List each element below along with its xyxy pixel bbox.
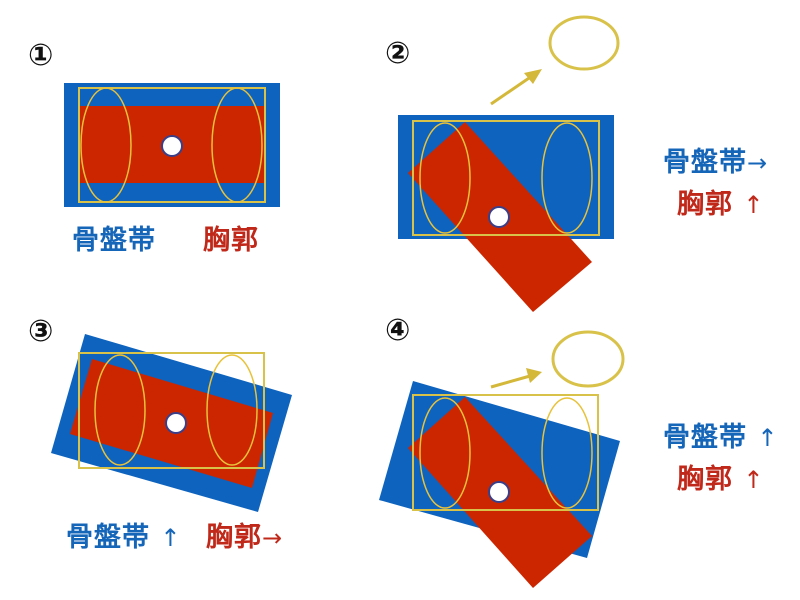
thorax-label: 胸郭 bbox=[203, 225, 259, 256]
panel-3-number: ③ bbox=[28, 314, 54, 349]
left-ellipse bbox=[419, 122, 471, 234]
right-ellipse bbox=[211, 87, 263, 203]
left-ellipse bbox=[419, 397, 471, 509]
frame-rect bbox=[412, 394, 599, 511]
right-ellipse bbox=[541, 122, 593, 234]
pelvis-label: 骨盤帯 ↑ bbox=[66, 522, 182, 553]
panel-4 bbox=[379, 330, 625, 588]
thorax-label: 胸郭 ↑ bbox=[677, 189, 765, 220]
center-dot bbox=[165, 412, 187, 434]
panel-3 bbox=[51, 334, 292, 512]
thorax-direction: ↑ bbox=[743, 466, 765, 494]
arrow-head bbox=[524, 69, 542, 84]
left-ellipse bbox=[94, 354, 146, 466]
pelvis-label: 骨盤帯→ bbox=[663, 147, 769, 178]
arrow-head bbox=[526, 368, 542, 383]
thorax-label: 胸郭→ bbox=[206, 522, 284, 553]
panel-1-number: ① bbox=[28, 38, 54, 73]
pelvis-direction: → bbox=[747, 149, 769, 177]
panel-2-number: ② bbox=[385, 36, 411, 71]
pelvis-direction: ↑ bbox=[160, 524, 182, 552]
frame-rect bbox=[412, 120, 600, 236]
movement-arrow bbox=[490, 74, 533, 106]
panel-2 bbox=[398, 15, 620, 312]
thorax-direction: → bbox=[262, 524, 284, 552]
right-ellipse bbox=[541, 397, 593, 509]
movement-arrow bbox=[490, 374, 531, 389]
pelvis-label: 骨盤帯 ↑ bbox=[663, 422, 779, 453]
displaced-ellipse bbox=[551, 330, 625, 388]
panel-1 bbox=[64, 83, 280, 207]
center-dot bbox=[488, 481, 510, 503]
pelvis-direction: ↑ bbox=[757, 424, 779, 452]
center-dot bbox=[161, 135, 183, 157]
frame-rect bbox=[78, 352, 265, 469]
displaced-ellipse bbox=[548, 15, 620, 71]
left-ellipse bbox=[80, 87, 132, 203]
panel-4-number: ④ bbox=[385, 313, 411, 348]
center-dot bbox=[488, 206, 510, 228]
frame-rect bbox=[78, 87, 266, 203]
thorax-label: 胸郭 ↑ bbox=[677, 464, 765, 495]
pelvis-label: 骨盤帯 bbox=[72, 225, 156, 256]
right-ellipse bbox=[206, 354, 258, 466]
thorax-direction: ↑ bbox=[743, 191, 765, 219]
